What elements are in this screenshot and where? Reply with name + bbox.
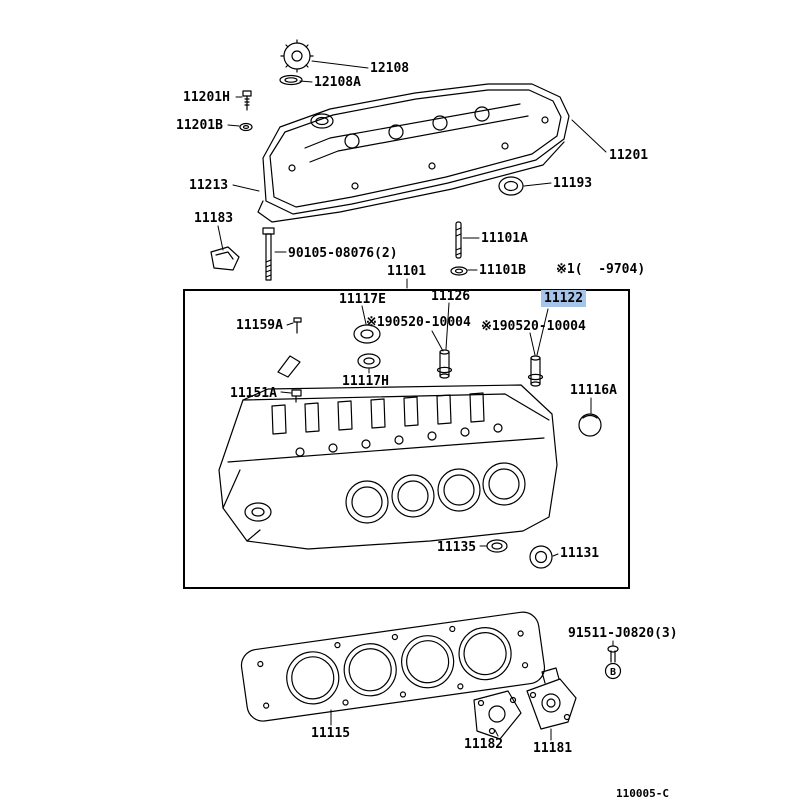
- part-label-90105-08076[interactable]: 90105-08076(2): [288, 246, 398, 261]
- washer-11101B-drawing: [450, 266, 468, 276]
- part-label-90520-left[interactable]: ※190520-10004: [366, 315, 471, 330]
- part-label-11201[interactable]: 11201: [609, 148, 649, 163]
- part-label-11182[interactable]: 11182: [464, 737, 504, 752]
- part-label-11122-highlighted[interactable]: 11122: [541, 290, 587, 307]
- part-label-11201H[interactable]: 11201H: [183, 90, 230, 105]
- part-label-11101A[interactable]: 11101A: [481, 231, 528, 246]
- part-label-11131[interactable]: 11131: [560, 546, 600, 561]
- applicability-note: ※1( -9704): [556, 262, 646, 277]
- part-11151A-drawing: [277, 355, 302, 403]
- part-label-90520-right[interactable]: ※190520-10004: [481, 319, 586, 334]
- part-label-11193[interactable]: 11193: [553, 176, 593, 191]
- water-outlet-11181-drawing: [526, 667, 577, 730]
- part-label-11135[interactable]: 11135: [437, 540, 477, 555]
- cover-gasket-11213-drawing: [257, 141, 565, 223]
- bolt-90105-drawing: [262, 227, 275, 281]
- head-gasket-11115-drawing: [240, 611, 546, 722]
- subassembly-box: [183, 289, 630, 589]
- leader-lines: [217, 60, 614, 741]
- stud-11101A-drawing: [455, 221, 462, 259]
- seal-11193-drawing: [498, 176, 524, 196]
- grommet-11117E-drawing: [353, 324, 381, 344]
- bolt-11159A-drawing: [293, 317, 302, 334]
- part-label-11183[interactable]: 11183: [194, 211, 234, 226]
- part-label-11159A[interactable]: 11159A: [236, 318, 283, 333]
- part-label-11116A[interactable]: 11116A: [570, 383, 617, 398]
- part-label-11117E[interactable]: 11117E: [339, 292, 386, 307]
- part-label-91511-J0820[interactable]: 91511-J0820(3): [568, 626, 678, 641]
- plug-11131-drawing: [529, 545, 553, 569]
- part-label-11101[interactable]: 11101: [387, 264, 427, 279]
- plug-11116A-drawing: [578, 413, 602, 437]
- bolt-marker-b: B: [610, 667, 616, 678]
- part-label-11213[interactable]: 11213: [189, 178, 229, 193]
- part-label-11151A[interactable]: 11151A: [230, 386, 277, 401]
- valve-guide-11126-drawing: [436, 349, 453, 379]
- outlet-gasket-11182-drawing: [473, 690, 522, 740]
- seal-11117H-drawing: [357, 353, 381, 369]
- valve-cover-drawing: [262, 83, 570, 215]
- filler-cap-gasket-drawing: [279, 74, 303, 86]
- part-label-11181[interactable]: 11181: [533, 741, 573, 756]
- part-label-11126[interactable]: 11126: [431, 289, 471, 304]
- part-label-11101B[interactable]: 11101B: [479, 263, 526, 278]
- cylinder-head-drawing: [218, 384, 558, 550]
- part-label-11115[interactable]: 11115: [311, 726, 351, 741]
- bolt-11201H-drawing: [242, 90, 252, 111]
- part-label-11201B[interactable]: 11201B: [176, 118, 223, 133]
- valve-guide-11122-drawing: [527, 355, 544, 387]
- part-label-12108[interactable]: 12108: [370, 61, 410, 76]
- washer-11201B-drawing: [239, 122, 253, 132]
- part-label-12108A[interactable]: 12108A: [314, 75, 361, 90]
- cap-11183-drawing: [210, 246, 240, 271]
- part-label-11117H[interactable]: 11117H: [342, 374, 389, 389]
- bolt-91511-drawing: B: [604, 645, 622, 680]
- drawing-code: 110005-C: [616, 787, 669, 800]
- oil-filler-cap-drawing: [280, 39, 314, 73]
